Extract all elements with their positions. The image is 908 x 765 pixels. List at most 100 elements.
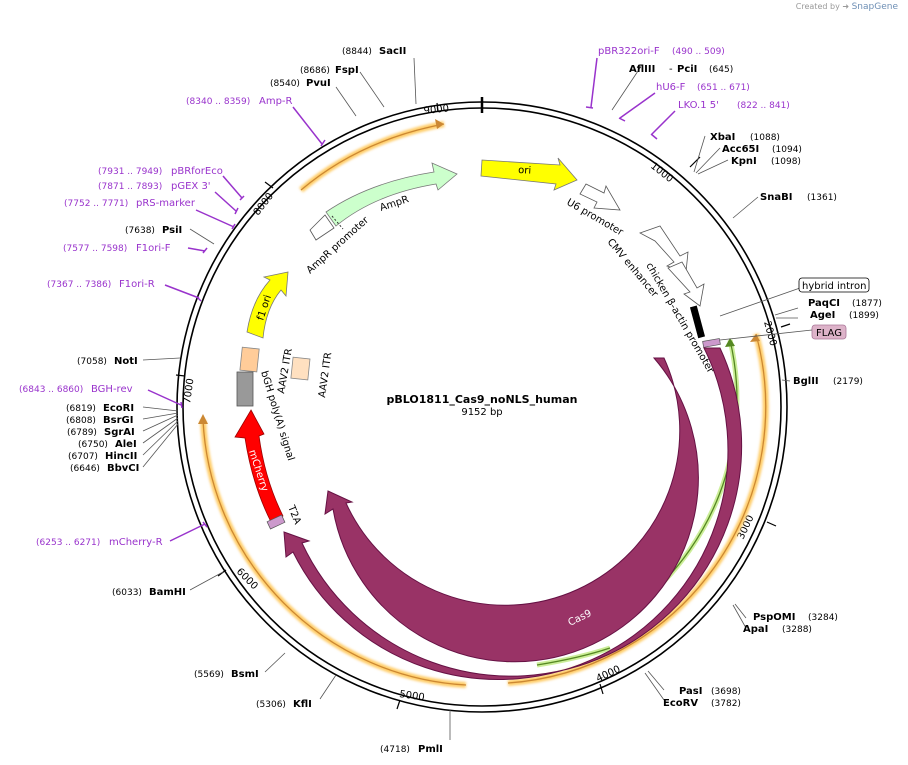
site-name: AleI — [115, 439, 137, 450]
site-name: BglII — [793, 376, 819, 387]
itr-label-right: AAV2 ITR — [317, 352, 334, 399]
site-name: KflI — [293, 699, 312, 710]
primer-name: hU6-F — [656, 82, 686, 93]
site-pos: (1088) — [750, 133, 780, 143]
site-pos: (1361) — [807, 193, 837, 203]
ampr-arrow — [325, 162, 458, 227]
site-pos: (6646) — [70, 464, 100, 474]
flag-label: FLAG — [816, 328, 842, 339]
primer-range: (8340 .. 8359) — [186, 97, 250, 107]
site-name: SgrAI — [104, 427, 135, 438]
primer-name: pBRforEco — [171, 166, 223, 177]
site-name: PaqCI — [808, 298, 840, 309]
tick-label: 9000 — [423, 103, 449, 117]
tick-label: 1000 — [648, 161, 675, 185]
site-name: PasI — [679, 686, 702, 697]
primer-range: (490 .. 509) — [672, 47, 725, 57]
site-name: NotI — [114, 356, 138, 367]
site-name: PspOMI — [753, 612, 795, 623]
site-pos: (1098) — [771, 157, 801, 167]
site-name: SacII — [379, 46, 406, 57]
site-leaders — [142, 57, 801, 740]
primer-name: pBR322ori-F — [598, 46, 660, 57]
flag-marker — [702, 338, 721, 348]
aav2-itr-left — [239, 346, 260, 373]
site-name: BsmI — [231, 669, 259, 680]
t2a-label: T2A — [285, 503, 303, 526]
primer-range: (822 .. 841) — [737, 101, 790, 111]
u6-promoter-arrow — [579, 183, 621, 211]
primer-range: (7931 .. 7949) — [98, 167, 162, 177]
site-pos: (6819) — [66, 404, 96, 414]
site-pos: (3782) — [711, 699, 741, 709]
primer-range: (651 .. 671) — [697, 83, 750, 93]
site-pos: (7638) — [125, 226, 155, 236]
cba-promoter-arrow — [667, 261, 705, 307]
site-name: KpnI — [731, 156, 757, 167]
credit-brand: SnapGene — [851, 2, 898, 12]
primer-range: (7752 .. 7771) — [64, 199, 128, 209]
tick-label: 7000 — [182, 378, 196, 405]
hybrid-intron-label: hybrid intron — [802, 281, 866, 292]
credit-prefix: Created by — [795, 2, 840, 11]
cas9-outer-arrow — [283, 347, 743, 680]
site-name: ApaI — [743, 624, 768, 635]
orf-orange-arcs — [198, 119, 769, 688]
site-pos: (6033) — [112, 588, 142, 598]
cas9-inner-label: Cas9 — [544, 561, 571, 580]
ampr-split — [331, 215, 344, 230]
ori-label: ori — [518, 165, 532, 177]
site-name: PvuI — [306, 78, 331, 89]
primer-name: F1ori-R — [119, 279, 155, 290]
site-name: HincII — [105, 451, 137, 462]
site-name: AflIII — [629, 64, 655, 75]
site-pos: (5569) — [194, 670, 224, 680]
site-pos: (6789) — [67, 428, 97, 438]
flag-leader — [719, 329, 813, 341]
site-name: AgeI — [810, 310, 835, 321]
site-name: BsrGI — [103, 415, 133, 426]
primer-name: BGH-rev — [91, 384, 133, 395]
ampr-promoter-arrow — [309, 214, 335, 241]
site-pos: (3284) — [808, 613, 838, 623]
site-pos: (5306) — [256, 700, 286, 710]
site-pos: (1094) — [772, 145, 802, 155]
plasmid-length: 9152 bp — [461, 407, 502, 418]
primer-labels: pBR322ori-F (490 .. 509) hU6-F (651 .. 6… — [19, 46, 790, 548]
site-name: EcoRV — [663, 698, 698, 709]
primer-name: pGEX 3' — [171, 181, 211, 192]
hybrid-intron-box — [798, 277, 870, 293]
primer-range: (7367 .. 7386) — [47, 280, 111, 290]
site-name: SnaBI — [760, 192, 792, 203]
plasmid-name: pBLO1811_Cas9_noNLS_human — [387, 393, 578, 406]
primer-name: pRS-marker — [136, 198, 196, 209]
site-name: PciI — [677, 64, 697, 75]
tick-label: 4000 — [595, 664, 623, 685]
site-name: PmlI — [418, 744, 443, 755]
site-name: FspI — [335, 65, 359, 76]
site-pos: (3288) — [782, 625, 812, 635]
primer-name: mCherry-R — [109, 537, 163, 548]
ori-arrow — [480, 157, 578, 191]
site-name: BamHI — [149, 587, 186, 598]
bgh-polya-box — [236, 371, 254, 407]
snapgene-logo-icon: ➜ — [842, 2, 850, 11]
primer-range: (6253 .. 6271) — [36, 538, 100, 548]
site-pos: (4718) — [380, 745, 410, 755]
site-pos: (3698) — [711, 687, 741, 697]
primer-marks — [147, 57, 676, 542]
f1-ori-arrow — [246, 271, 289, 339]
aav2-itr-right — [290, 356, 311, 381]
hybrid-intron-marker — [689, 305, 706, 339]
primer-range: (7871 .. 7893) — [98, 182, 162, 192]
site-pos: (6750) — [78, 440, 108, 450]
primer-name: LKO.1 5' — [678, 100, 719, 111]
cas9-inner-arrow — [324, 357, 699, 663]
site-pos: (8686) — [300, 66, 330, 76]
t2a-marker — [266, 514, 286, 530]
primer-name: F1ori-F — [136, 243, 171, 254]
site-pos: (6707) — [68, 452, 98, 462]
site-name: EcoRI — [103, 403, 134, 414]
site-pos: (8540) — [270, 79, 300, 89]
